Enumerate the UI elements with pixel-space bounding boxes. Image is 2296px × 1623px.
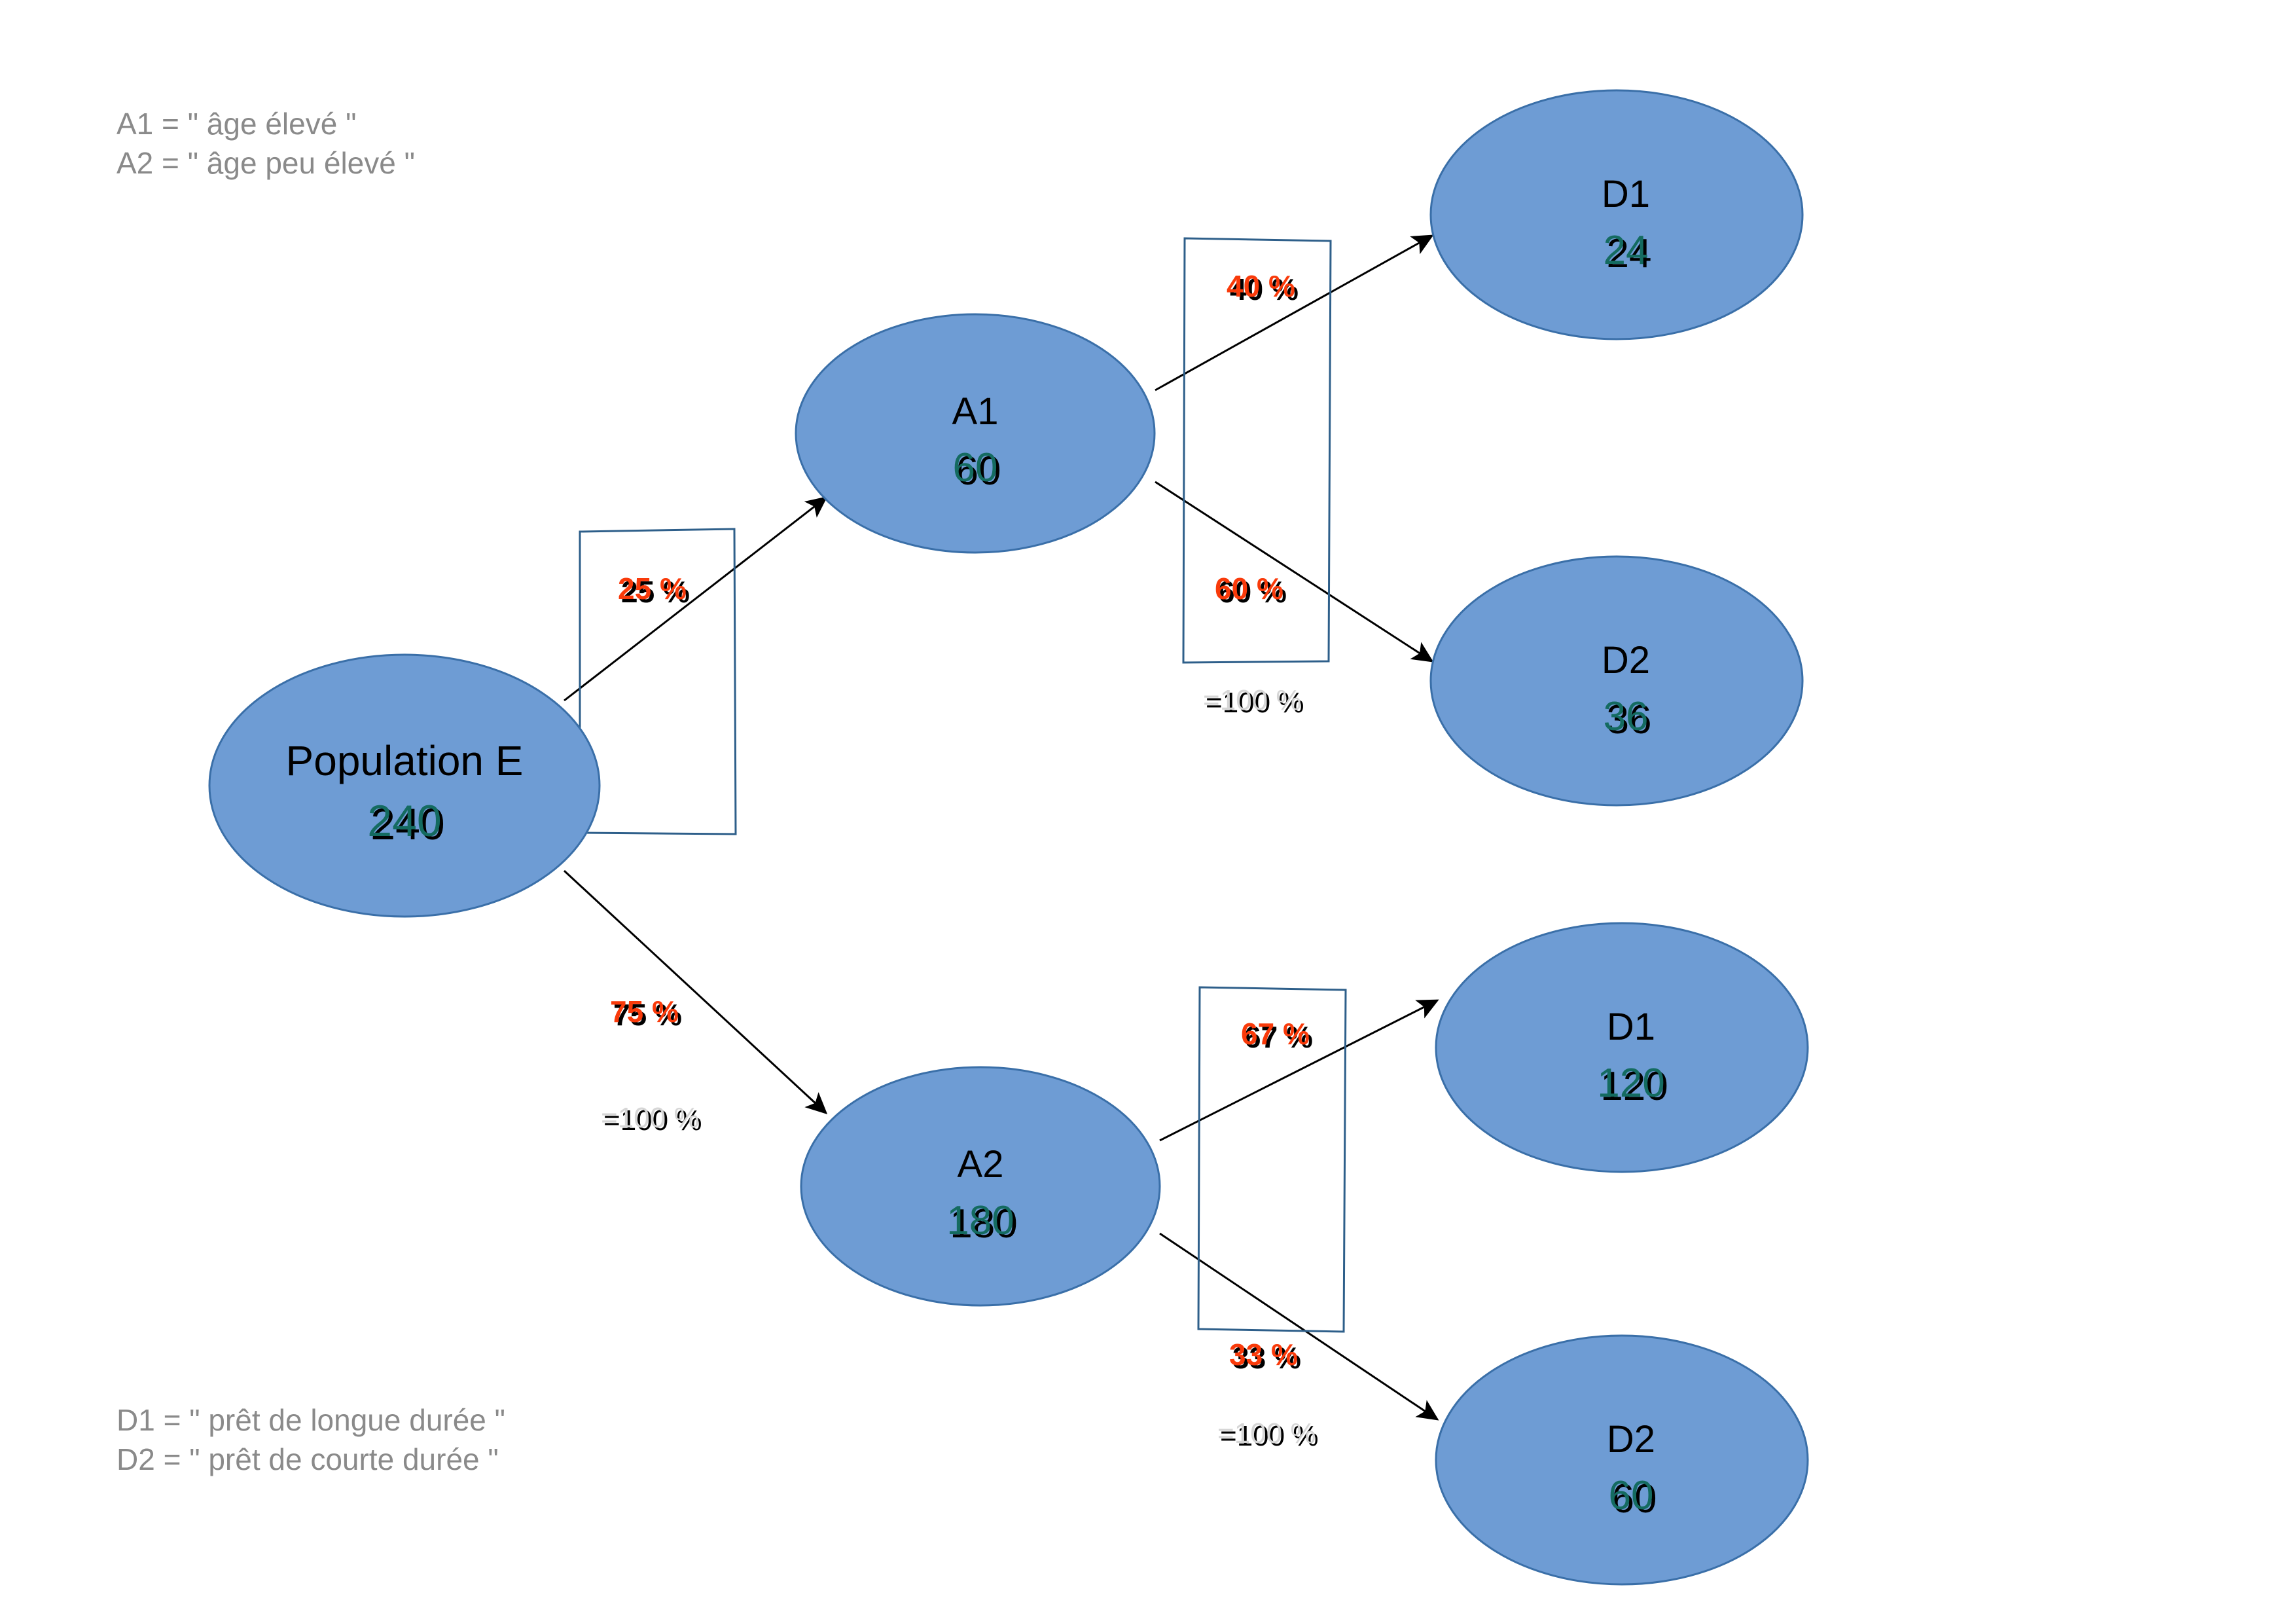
node-d1-a1-shape[interactable] (1429, 89, 1804, 340)
edge-a2-to-d2 (1159, 1232, 1439, 1421)
legend-loan: D1 = " prêt de longue durée " D2 = " prê… (117, 1403, 506, 1476)
node-root-shape[interactable] (208, 653, 601, 918)
node-group (208, 89, 1809, 1586)
edge-a1-to-d2 (1155, 481, 1434, 663)
edge-root-to-a1 (564, 496, 828, 702)
percent-root-to-a1: 25 % (618, 572, 687, 606)
node-a1-shape[interactable] (795, 313, 1156, 554)
node-a2-shape[interactable] (800, 1066, 1161, 1307)
percent-box-a2 (1197, 986, 1347, 1333)
edge-group (563, 234, 1439, 1421)
legend-age: A1 = " âge élevé " A2 = " âge peu élevé … (117, 107, 415, 180)
node-d2-a1-shape[interactable] (1429, 555, 1804, 807)
percent-a2-to-d1: 67 % (1241, 1017, 1310, 1051)
edge-root-to-a2 (563, 869, 828, 1115)
node-d1-a2-shape[interactable] (1435, 922, 1809, 1173)
percent-a2-to-d2: 33 % (1229, 1338, 1298, 1372)
edge-a2-to-d1 (1159, 999, 1439, 1142)
node-d2-a2-shape[interactable] (1435, 1334, 1809, 1586)
percent-box-a1 (1182, 237, 1332, 664)
total-a2: =100 % (1217, 1417, 1316, 1450)
percent-a1-to-d1: 40 % (1227, 269, 1295, 303)
total-a1: =100 % (1203, 684, 1302, 716)
percent-a1-to-d2: 60 % (1215, 572, 1283, 606)
percent-root-to-a2: 75 % (610, 994, 679, 1029)
total-root: =100 % (601, 1102, 700, 1134)
edge-a1-to-d1 (1155, 234, 1434, 392)
